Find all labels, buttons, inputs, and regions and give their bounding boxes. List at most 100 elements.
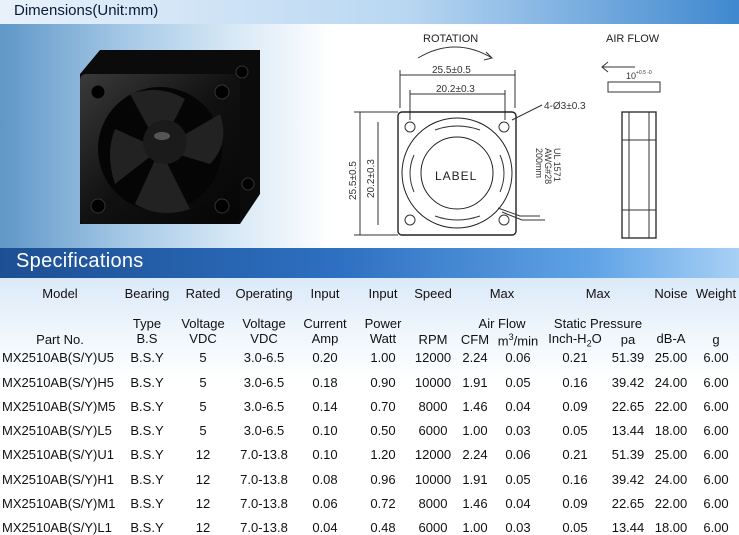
cell-m3min: 0.05 <box>505 472 531 487</box>
cell-operating-voltage: 7.0-13.8 <box>240 520 288 535</box>
cell-pa: 39.42 <box>611 472 645 487</box>
cell-weight: 6.00 <box>703 520 729 535</box>
cell-rated-voltage: 12 <box>195 496 211 511</box>
unit-amp: Amp <box>311 331 339 346</box>
cell-rated-voltage: 12 <box>195 472 211 487</box>
cell-model: MX2510AB(S/Y)U1 <box>2 447 114 462</box>
cell-noise: 22.00 <box>654 399 688 414</box>
cell-operating-voltage: 3.0-6.5 <box>243 399 285 414</box>
cell-pa: 22.65 <box>611 496 645 511</box>
col-weight: Weight <box>695 286 737 301</box>
cell-current: 0.08 <box>312 472 338 487</box>
cell-noise: 25.00 <box>654 447 688 462</box>
cell-speed: 8000 <box>418 496 448 511</box>
unit-inch-h2o: Inch-H2O <box>548 331 602 349</box>
unit-m3min: m3/min <box>497 332 539 349</box>
cell-model: MX2510AB(S/Y)M5 <box>2 399 116 414</box>
cell-rated-voltage: 5 <box>199 375 207 390</box>
dim-holes: 4-Ø3±0.3 <box>544 101 586 112</box>
airflow-label: AIR FLOW <box>606 33 660 45</box>
cell-power: 0.90 <box>370 375 396 390</box>
col-input-power: Input <box>368 286 398 301</box>
dimensions-title: Dimensions(Unit:mm) <box>14 2 159 19</box>
unit-watt: Watt <box>369 331 397 346</box>
cell-noise: 25.00 <box>654 350 688 365</box>
cell-power: 0.96 <box>370 472 396 487</box>
dim-outer-width: 25.5±0.5 <box>432 65 471 76</box>
cell-rated-voltage: 5 <box>199 399 207 414</box>
cell-bearing: B.S.Y <box>130 350 164 365</box>
cell-weight: 6.00 <box>703 496 729 511</box>
cell-speed: 12000 <box>414 350 452 365</box>
cell-pa: 39.42 <box>611 375 645 390</box>
sub-partno: Part No. <box>36 332 84 347</box>
cell-speed: 6000 <box>418 423 448 438</box>
sub-current: Current <box>303 316 347 331</box>
sub-airflow: Air Flow <box>478 316 526 331</box>
cell-noise: 22.00 <box>654 496 688 511</box>
cell-cfm: 1.00 <box>462 423 488 438</box>
cell-noise: 24.00 <box>654 375 688 390</box>
cell-operating-voltage: 3.0-6.5 <box>243 350 285 365</box>
cell-pa: 22.65 <box>611 399 645 414</box>
cell-bearing: B.S.Y <box>130 447 164 462</box>
cell-m3min: 0.04 <box>505 399 531 414</box>
specifications-title: Specifications <box>16 250 144 272</box>
cell-weight: 6.00 <box>703 399 729 414</box>
cell-bearing: B.S.Y <box>130 472 164 487</box>
cell-model: MX2510AB(S/Y)L1 <box>2 520 112 535</box>
cell-rated-voltage: 12 <box>195 447 211 462</box>
dim-hole-pitch-v: 20.2±0.3 <box>366 159 377 198</box>
cell-weight: 6.00 <box>703 447 729 462</box>
cell-operating-voltage: 7.0-13.8 <box>240 447 288 462</box>
unit-vdc-operating: VDC <box>250 331 278 346</box>
cell-bearing: B.S.Y <box>130 375 164 390</box>
cell-inch-h2o: 0.16 <box>562 375 588 390</box>
cell-pa: 13.44 <box>611 423 645 438</box>
cell-model: MX2510AB(S/Y)M1 <box>2 496 116 511</box>
cell-weight: 6.00 <box>703 472 729 487</box>
rotation-label: ROTATION <box>423 33 478 45</box>
cell-cfm: 2.24 <box>462 350 488 365</box>
cell-current: 0.10 <box>312 447 338 462</box>
cell-weight: 6.00 <box>703 350 729 365</box>
cell-noise: 18.00 <box>654 520 688 535</box>
cell-speed: 8000 <box>418 399 448 414</box>
cell-noise: 24.00 <box>654 472 688 487</box>
col-rated: Rated <box>185 286 221 301</box>
cell-model: MX2510AB(S/Y)H1 <box>2 472 114 487</box>
unit-bs: B.S <box>136 331 158 346</box>
cell-cfm: 1.91 <box>462 472 488 487</box>
unit-rpm: RPM <box>418 332 448 347</box>
cell-current: 0.18 <box>312 375 338 390</box>
cell-power: 1.20 <box>370 447 396 462</box>
col-speed: Speed <box>414 286 452 301</box>
sub-voltage-operating: Voltage <box>242 316 286 331</box>
cell-operating-voltage: 3.0-6.5 <box>243 375 285 390</box>
col-noise: Noise <box>654 286 688 301</box>
unit-pa: pa <box>620 332 636 347</box>
cell-operating-voltage: 7.0-13.8 <box>240 496 288 511</box>
cell-weight: 6.00 <box>703 375 729 390</box>
cell-speed: 6000 <box>418 520 448 535</box>
cell-model: MX2510AB(S/Y)U5 <box>2 350 114 365</box>
sub-power: Power <box>364 316 402 331</box>
cell-rated-voltage: 5 <box>199 350 207 365</box>
cell-cfm: 1.46 <box>462 496 488 511</box>
cell-inch-h2o: 0.09 <box>562 399 588 414</box>
cell-pa: 13.44 <box>611 520 645 535</box>
cell-inch-h2o: 0.05 <box>562 520 588 535</box>
cell-inch-h2o: 0.05 <box>562 423 588 438</box>
label-text: LABEL <box>435 169 477 183</box>
cell-inch-h2o: 0.21 <box>562 350 588 365</box>
wire-line2: AWG#28 <box>543 148 553 184</box>
cell-m3min: 0.06 <box>505 447 531 462</box>
cell-rated-voltage: 12 <box>195 520 211 535</box>
cell-m3min: 0.05 <box>505 375 531 390</box>
cell-power: 0.48 <box>370 520 396 535</box>
cell-power: 1.00 <box>370 350 396 365</box>
dim-hole-pitch: 20.2±0.3 <box>436 84 475 95</box>
col-bearing: Bearing <box>124 286 170 301</box>
cell-cfm: 1.91 <box>462 375 488 390</box>
sub-static-pressure: Static Pressure <box>553 316 643 331</box>
